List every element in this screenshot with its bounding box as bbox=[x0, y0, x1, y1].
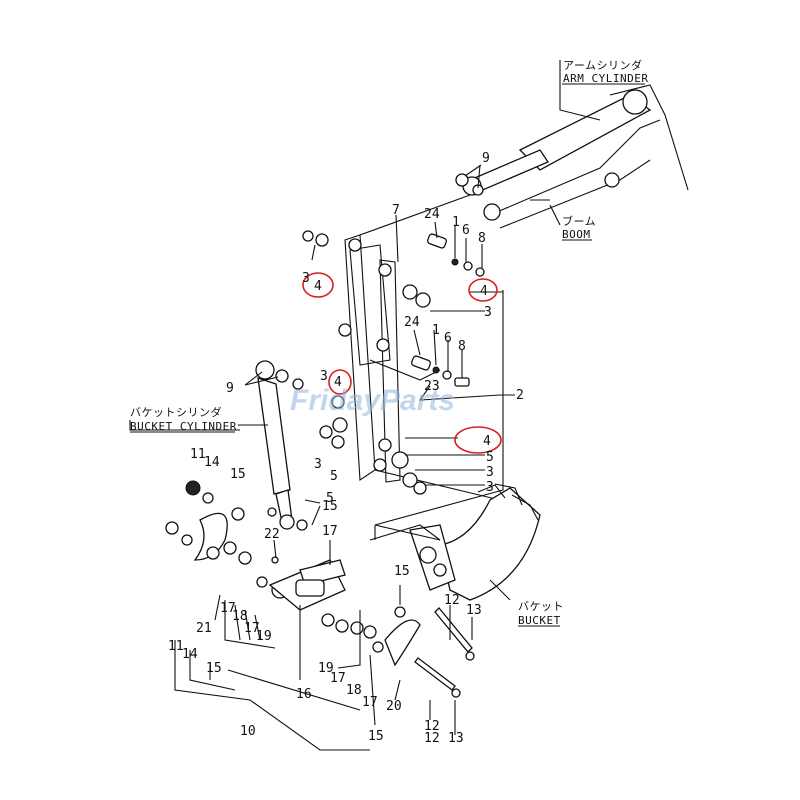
highlight-ring bbox=[468, 278, 498, 302]
callout-15: 15 bbox=[322, 499, 338, 514]
pin-set-middle bbox=[319, 355, 470, 495]
arm-boom-assembly bbox=[455, 84, 689, 229]
callout-15: 15 bbox=[394, 564, 410, 579]
callout-13: 13 bbox=[448, 731, 464, 746]
callout-13: 13 bbox=[466, 603, 482, 618]
boom-caption-jp: ブーム bbox=[562, 214, 596, 228]
callout-15: 15 bbox=[230, 467, 246, 482]
callout-7: 7 bbox=[392, 203, 400, 218]
callout-4: 4 bbox=[334, 375, 342, 390]
callout-1: 1 bbox=[452, 215, 460, 230]
highlight-ring bbox=[328, 369, 352, 395]
bucket-link-assembly bbox=[165, 480, 406, 639]
callout-17: 17 bbox=[322, 524, 338, 539]
callout-2: 2 bbox=[516, 388, 524, 403]
callout-8: 8 bbox=[478, 231, 486, 246]
callout-5: 5 bbox=[326, 491, 334, 506]
callout-24: 24 bbox=[424, 207, 440, 222]
leader-lines bbox=[129, 60, 601, 751]
callout-16: 16 bbox=[296, 687, 312, 702]
callout-1: 1 bbox=[432, 323, 440, 338]
callout-23: 23 bbox=[424, 379, 440, 394]
callout-9: 9 bbox=[482, 151, 490, 166]
callout-5: 5 bbox=[330, 469, 338, 484]
callout-3: 3 bbox=[302, 271, 310, 286]
callout-12: 12 bbox=[424, 719, 440, 734]
callout-4: 4 bbox=[483, 434, 491, 449]
callout-10: 10 bbox=[240, 724, 256, 739]
callout-3: 3 bbox=[320, 369, 328, 384]
arm-link-assembly bbox=[338, 194, 501, 501]
callout-6: 6 bbox=[462, 223, 470, 238]
callout-3: 3 bbox=[486, 480, 494, 495]
callout-14: 14 bbox=[182, 647, 198, 662]
arm-cylinder-caption: ARM CYLINDER bbox=[563, 72, 648, 85]
highlight-rings bbox=[302, 272, 502, 454]
arm-cylinder-caption-jp: アームシリンダ bbox=[563, 58, 643, 72]
callouts: 9 7 24 1 6 8 3 4 4 3 24 1 6 8 3 4 23 2 9… bbox=[168, 151, 524, 746]
callout-6: 6 bbox=[444, 331, 452, 346]
callout-24: 24 bbox=[404, 315, 420, 330]
bucket-caption-jp: バケット bbox=[518, 600, 564, 613]
callout-18: 18 bbox=[346, 683, 362, 698]
captions: アームシリンダ ARM CYLINDER ブーム BOOM バケットシリンダ B… bbox=[130, 58, 648, 627]
callout-17: 17 bbox=[330, 671, 346, 686]
callout-8: 8 bbox=[458, 339, 466, 354]
pin-set-upper bbox=[302, 230, 485, 308]
callout-11: 11 bbox=[168, 639, 184, 654]
callout-3: 3 bbox=[314, 457, 322, 472]
highlight-ring bbox=[302, 272, 334, 298]
caption-underlines bbox=[130, 83, 645, 627]
boom-caption: BOOM bbox=[562, 228, 591, 241]
callout-12: 12 bbox=[424, 731, 440, 746]
callout-4: 4 bbox=[480, 284, 488, 299]
callout-14: 14 bbox=[204, 455, 220, 470]
callout-11: 11 bbox=[190, 447, 206, 462]
callout-12: 12 bbox=[444, 593, 460, 608]
callout-15: 15 bbox=[206, 661, 222, 676]
bucket-cylinder bbox=[255, 360, 308, 531]
callout-3: 3 bbox=[484, 305, 492, 320]
callout-22: 22 bbox=[264, 527, 280, 542]
bucket-caption: BUCKET bbox=[518, 614, 561, 627]
highlight-ring bbox=[454, 426, 502, 454]
callout-3: 3 bbox=[486, 465, 494, 480]
callout-5: 5 bbox=[486, 450, 494, 465]
watermark: FridayParts bbox=[290, 384, 455, 417]
callout-18: 18 bbox=[232, 609, 248, 624]
bucket-cylinder-caption: BUCKET CYLINDER bbox=[130, 420, 237, 433]
bucket-cylinder-caption-jp: バケットシリンダ bbox=[130, 405, 222, 419]
callout-17: 17 bbox=[220, 601, 236, 616]
callout-4: 4 bbox=[314, 279, 322, 294]
callout-9: 9 bbox=[226, 381, 234, 396]
bucket bbox=[372, 483, 541, 698]
callout-20: 20 bbox=[386, 699, 402, 714]
callout-17: 17 bbox=[362, 695, 378, 710]
callout-19: 19 bbox=[318, 661, 334, 676]
callout-15: 15 bbox=[368, 729, 384, 744]
callout-21: 21 bbox=[196, 621, 212, 636]
callout-17: 17 bbox=[244, 621, 260, 636]
callout-19: 19 bbox=[256, 629, 272, 644]
